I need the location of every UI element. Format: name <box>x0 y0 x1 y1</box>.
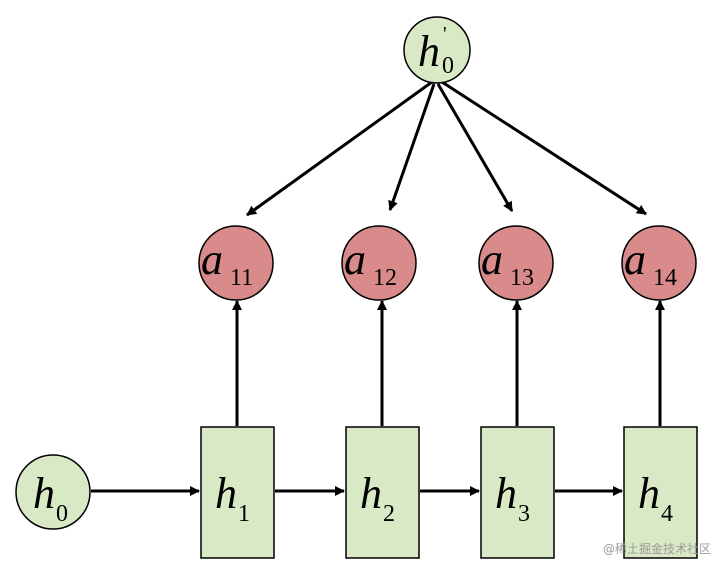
hidden-state-label: h <box>495 469 517 518</box>
decoder-state-node: h ' 0 <box>403 16 471 84</box>
hidden-state-box: h 1 <box>200 426 275 559</box>
hidden-to-attention-arrows <box>232 300 665 426</box>
hidden-state-label: h <box>638 469 660 518</box>
hidden-state-sub: 3 <box>518 501 530 527</box>
initial-state-sub: 0 <box>56 501 68 527</box>
attention-weight-sub: 12 <box>373 265 397 291</box>
attention-weight-sub: 13 <box>510 265 534 291</box>
attention-weight-label: a <box>201 235 223 284</box>
arrow-h0prime-to-a14 <box>441 80 647 216</box>
initial-state-label: h <box>33 469 55 518</box>
arrow-h0prime-to-a13 <box>436 83 514 212</box>
decoder-state-sub: 0 <box>442 53 454 79</box>
attention-weight-node: a 12 <box>341 225 417 301</box>
arrow-h0prime-to-a12 <box>388 83 436 211</box>
attention-weight-node: a 13 <box>478 225 554 301</box>
arrow-h0prime-to-a11 <box>246 80 433 217</box>
decoder-to-attention-arrows <box>246 80 647 217</box>
initial-state-node: h 0 <box>15 454 91 530</box>
hidden-state-sub: 2 <box>383 501 395 527</box>
hidden-state-sub: 1 <box>238 501 250 527</box>
decoder-state-label: h <box>418 27 440 76</box>
hidden-state-box: h 2 <box>345 426 420 559</box>
watermark: @稀土掘金技术社区 <box>603 541 711 556</box>
attention-weight-label: a <box>344 235 366 284</box>
decoder-state-prime: ' <box>443 23 447 45</box>
hidden-state-box: h 3 <box>480 426 555 559</box>
attention-weight-node: a 14 <box>621 225 697 301</box>
hidden-state-box: h 4 <box>623 426 698 559</box>
hidden-state-label: h <box>360 469 382 518</box>
attention-weight-node: a 11 <box>198 225 274 301</box>
hidden-state-sub: 4 <box>661 501 673 527</box>
attention-weight-sub: 14 <box>653 265 677 291</box>
attention-weight-label: a <box>481 235 503 284</box>
hidden-state-label: h <box>215 469 237 518</box>
attention-weight-label: a <box>624 235 646 284</box>
attention-weight-sub: 11 <box>230 265 253 291</box>
